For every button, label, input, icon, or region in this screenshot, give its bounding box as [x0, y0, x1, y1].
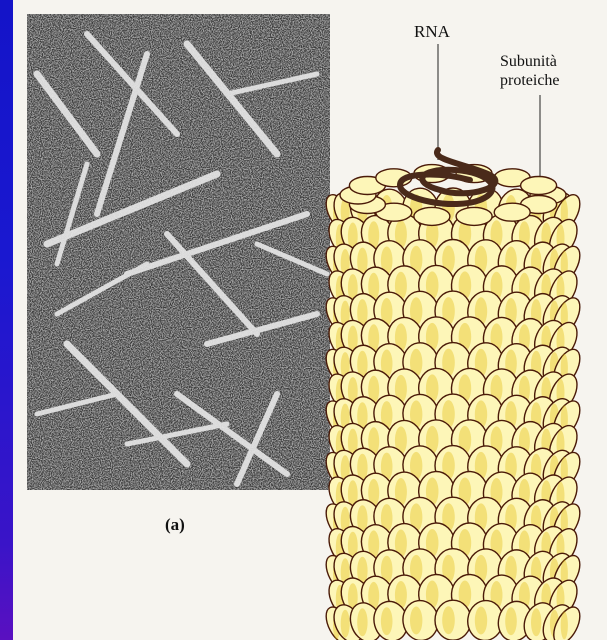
- subunit-shading: [381, 607, 393, 635]
- subunit-shading: [442, 606, 455, 634]
- top-ring-subunit: [414, 207, 450, 225]
- subunit-shading: [561, 611, 568, 639]
- subunit-shading: [341, 610, 350, 638]
- subunit-shading: [357, 608, 367, 636]
- subunit-shading: [410, 607, 422, 635]
- top-ring-subunit: [494, 203, 530, 221]
- subunit-shading: [475, 607, 487, 635]
- top-ring-subunit: [456, 207, 492, 225]
- subunit-shading: [505, 607, 517, 635]
- protein-subunits: [321, 165, 585, 640]
- top-ring-subunit: [521, 177, 557, 195]
- subunit-shading: [531, 608, 541, 636]
